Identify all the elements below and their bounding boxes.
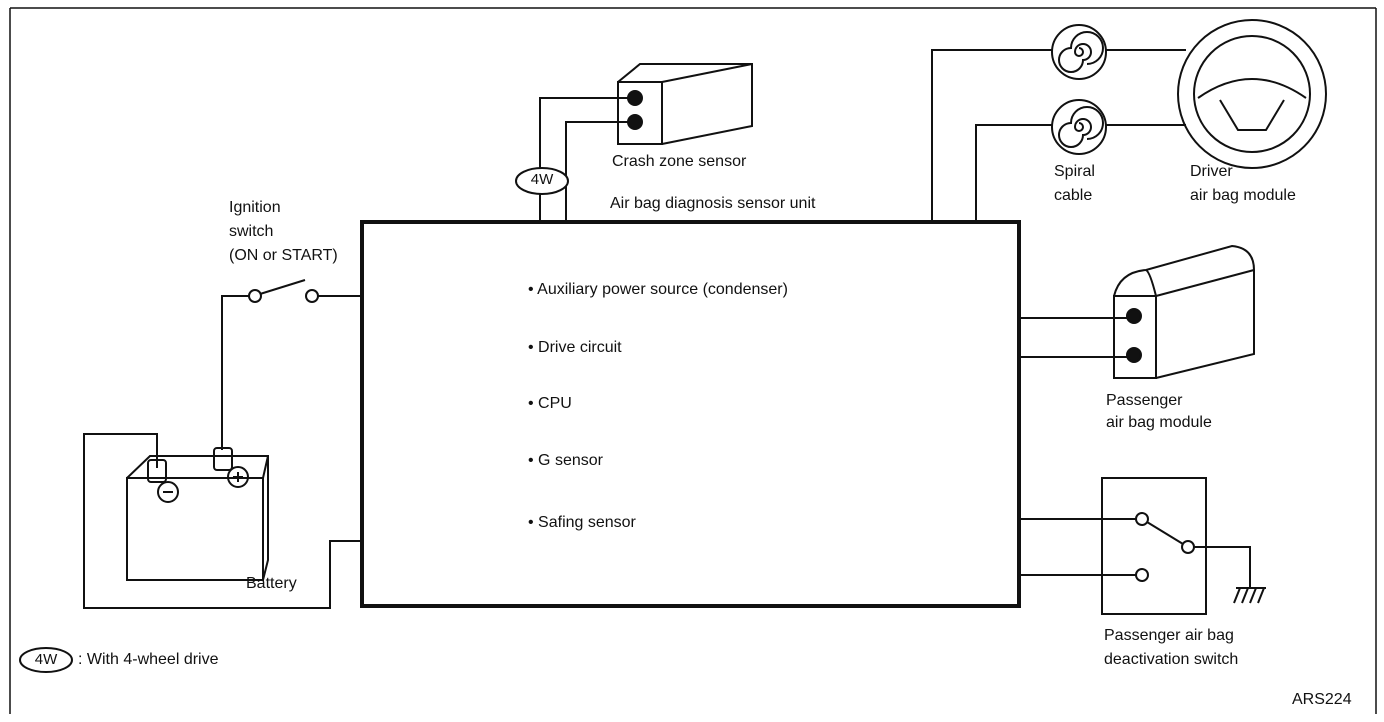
- feature-cpu: • CPU: [528, 395, 572, 412]
- spiral-cable-label-2: cable: [1054, 187, 1093, 204]
- legend-text: : With 4-wheel drive: [78, 651, 219, 668]
- deactivation-switch-label-1: Passenger air bag: [1104, 627, 1234, 644]
- ground-symbol: [1233, 587, 1266, 604]
- deactivation-switch-symbol: [1101, 477, 1251, 615]
- battery-symbol: [126, 447, 269, 581]
- battery-label: Battery: [246, 575, 297, 592]
- crash-zone-sensor-label: Crash zone sensor: [612, 153, 747, 170]
- feature-auxiliary-power: • Auxiliary power source (condenser): [528, 281, 788, 298]
- driver-module-label-1: Driver: [1190, 163, 1233, 180]
- crash-sensor-wire-2: [565, 121, 634, 222]
- diagnosis-unit-title: Air bag diagnosis sensor unit: [610, 195, 816, 212]
- ignition-switch-label-1: Ignition: [229, 199, 281, 216]
- ignition-switch-label-2: switch: [229, 223, 274, 240]
- driver-wire-1: [931, 49, 1052, 222]
- driver-wire-2: [975, 124, 1052, 222]
- legend-symbol-text: 4W: [34, 651, 58, 668]
- battery-negative-wire: [83, 433, 362, 609]
- diagnosis-unit-box: [360, 220, 1021, 608]
- deactivation-switch-label-2: deactivation switch: [1104, 651, 1239, 668]
- four-wheel-tag-symbol: [515, 167, 569, 195]
- spiral-cable-label-1: Spiral: [1054, 163, 1095, 180]
- feature-safing-sensor: • Safing sensor: [528, 514, 636, 531]
- driver-module-label-2: air bag module: [1190, 187, 1296, 204]
- passenger-module-label-2: air bag module: [1106, 414, 1212, 431]
- ignition-switch-label-3: (ON or START): [229, 247, 338, 264]
- steering-wheel-symbol: [1177, 19, 1327, 169]
- feature-drive-circuit: • Drive circuit: [528, 339, 622, 356]
- passenger-module-label-1: Passenger: [1106, 392, 1183, 409]
- spiral-cable-symbol-2: [1051, 99, 1107, 155]
- feature-g-sensor: • G sensor: [528, 452, 603, 469]
- spiral-cable-symbol-1: [1051, 24, 1107, 80]
- four-wheel-tag: 4W: [530, 171, 554, 188]
- ignition-switch-symbol: [221, 279, 362, 450]
- figure-id: ARS224: [1292, 691, 1352, 708]
- passenger-module-symbol: [1113, 244, 1255, 379]
- crash-zone-sensor-symbol: [617, 63, 753, 145]
- legend-symbol: [19, 647, 73, 673]
